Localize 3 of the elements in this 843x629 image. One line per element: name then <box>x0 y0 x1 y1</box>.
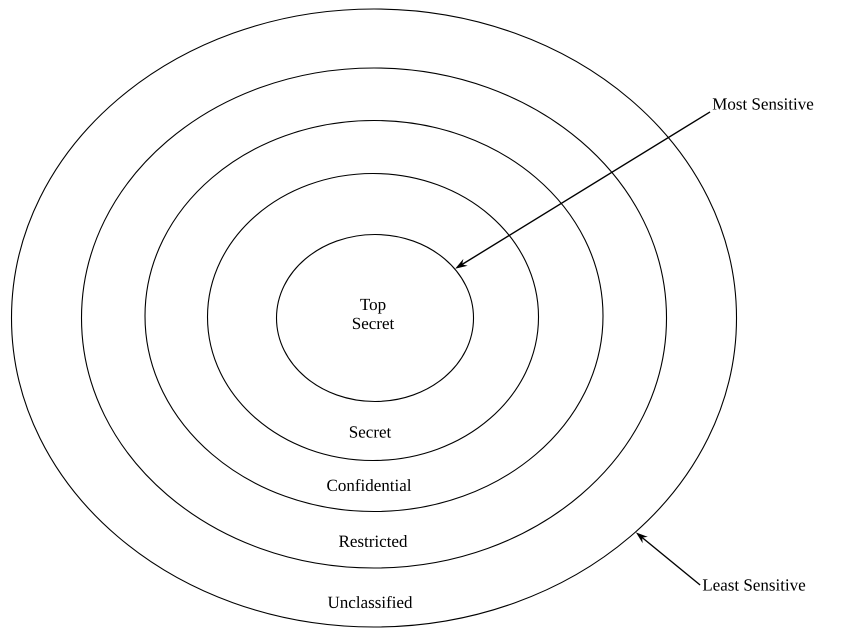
callout-text: Least Sensitive <box>702 579 806 591</box>
ring: Top Secret <box>276 234 474 402</box>
callout-text: Most Sensitive <box>712 98 814 110</box>
